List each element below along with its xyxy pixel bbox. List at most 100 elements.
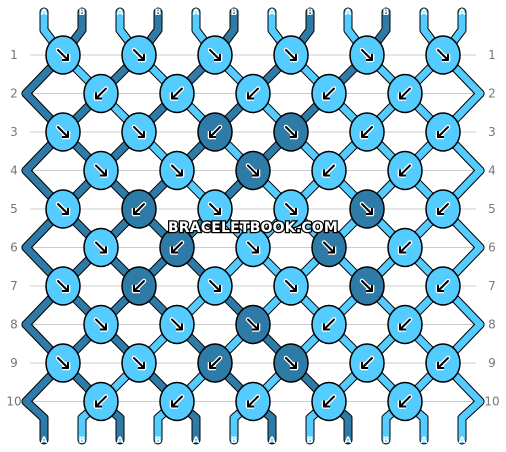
arrow-down-left-icon: [323, 400, 330, 408]
strand-label-top: B: [307, 8, 314, 18]
arrow-down-right-icon: [214, 54, 221, 61]
arrow-down-right-icon: [57, 126, 69, 138]
arrow-down-left-icon: [323, 164, 335, 177]
row-label-left: 8: [10, 318, 18, 332]
knot: [387, 73, 423, 114]
arrow-down-right-icon: [57, 357, 69, 369]
arrow-down-right-icon: [138, 362, 145, 369]
knot: [387, 227, 423, 268]
arrow-down-right-icon: [100, 169, 107, 177]
arrow-down-left-icon: [399, 395, 411, 408]
knot: [235, 304, 271, 345]
knot: [159, 304, 195, 345]
arrow-down-right-icon: [62, 54, 69, 61]
arrow-down-left-icon: [399, 323, 406, 331]
arrow-down-left-icon: [323, 318, 335, 331]
knot: [425, 343, 461, 383]
row-label-right: 2: [488, 87, 496, 101]
arrow-down-left-icon: [361, 362, 368, 369]
strand-label-top: B: [231, 8, 238, 18]
arrow-down-right-icon: [133, 357, 145, 369]
strand-label-bottom: B: [79, 436, 86, 446]
arrow-down-right-icon: [57, 49, 69, 61]
arrow-down-left-icon: [399, 241, 411, 254]
arrow-down-right-icon: [361, 49, 373, 61]
arrow-down-right-icon: [442, 54, 449, 61]
knot: [159, 381, 195, 422]
arrow-down-right-icon: [100, 323, 107, 331]
knot: [349, 189, 385, 229]
arrow-down-left-icon: [361, 131, 368, 138]
strand-label-bottom: B: [231, 436, 238, 446]
arrow-down-left-icon: [399, 318, 411, 331]
arrow-down-left-icon: [437, 362, 444, 369]
arrow-down-left-icon: [209, 131, 216, 138]
knot: [83, 73, 119, 114]
knot: [425, 112, 461, 152]
arrow-down-right-icon: [214, 208, 221, 215]
strand-label-bottom: A: [269, 436, 276, 446]
arrow-down-left-icon: [133, 203, 145, 215]
arrow-down-left-icon: [171, 241, 183, 254]
arrow-down-left-icon: [361, 126, 373, 138]
knot: [121, 189, 157, 229]
row-label-left: 4: [10, 164, 18, 178]
arrow-down-left-icon: [323, 395, 335, 408]
arrow-down-right-icon: [366, 285, 373, 292]
knot: [273, 189, 309, 229]
strand-label-bottom: B: [307, 436, 314, 446]
arrow-down-left-icon: [399, 169, 406, 177]
arrow-down-right-icon: [366, 54, 373, 61]
arrow-down-right-icon: [285, 357, 297, 369]
strand-label-bottom: B: [155, 436, 162, 446]
knot: [311, 381, 347, 422]
arrow-down-left-icon: [247, 92, 254, 100]
arrow-down-right-icon: [290, 131, 297, 138]
strand-label-top: A: [345, 8, 352, 18]
knot: [83, 227, 119, 268]
knot: [83, 381, 119, 422]
knot: [235, 73, 271, 114]
arrow-down-right-icon: [209, 203, 221, 215]
knot: [387, 304, 423, 345]
knot: [273, 112, 309, 152]
arrow-down-left-icon: [437, 285, 444, 292]
row-label-right: 3: [488, 125, 496, 139]
strand-label-bottom: A: [41, 436, 48, 446]
arrow-down-right-icon: [290, 208, 297, 215]
row-label-left: 6: [10, 241, 18, 255]
knot: [197, 112, 233, 152]
arrow-down-left-icon: [399, 246, 406, 254]
row-label-right: 6: [488, 241, 496, 255]
arrow-down-left-icon: [171, 92, 178, 100]
arrow-down-right-icon: [285, 49, 297, 61]
knot: [83, 304, 119, 345]
knot: [197, 189, 233, 229]
strand-label-top: A: [117, 8, 124, 18]
arrow-down-right-icon: [209, 49, 221, 61]
arrow-down-right-icon: [252, 323, 259, 331]
knot: [45, 35, 81, 75]
knot: [197, 266, 233, 306]
arrow-down-right-icon: [100, 246, 107, 254]
strand-label-top: B: [79, 8, 86, 18]
arrow-down-right-icon: [176, 169, 183, 177]
arrow-down-left-icon: [323, 92, 330, 100]
arrow-down-right-icon: [247, 318, 259, 331]
knot: [273, 35, 309, 75]
arrow-down-right-icon: [171, 164, 183, 177]
arrow-down-left-icon: [171, 400, 178, 408]
strand-label-top: B: [155, 8, 162, 18]
knot: [121, 112, 157, 152]
strand-label-top: A: [41, 8, 48, 18]
knot: [425, 35, 461, 75]
strand-label-bottom: B: [383, 436, 390, 446]
arrow-down-left-icon: [95, 92, 102, 100]
arrow-down-right-icon: [214, 285, 221, 292]
arrow-down-right-icon: [323, 241, 335, 254]
knot: [159, 150, 195, 191]
row-label-left: 3: [10, 125, 18, 139]
